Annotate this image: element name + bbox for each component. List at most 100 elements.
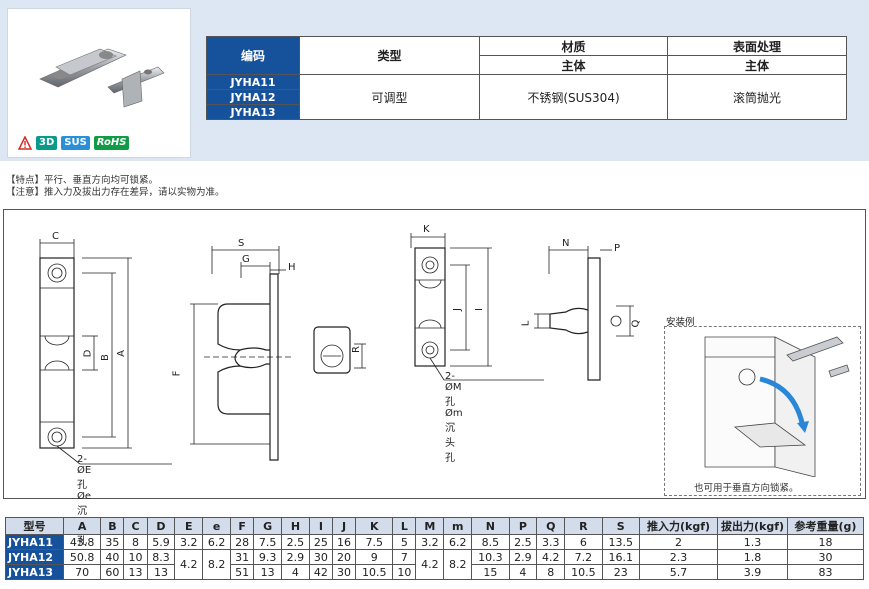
spec-type: 可调型 [299, 74, 480, 120]
cell: 35 [100, 534, 125, 550]
cell-model: JYHA12 [5, 549, 64, 565]
cell: 20 [331, 549, 357, 565]
dim-g: G [242, 254, 250, 265]
cell: 31 [230, 549, 255, 565]
cell: 2.9 [281, 549, 310, 565]
warning-icon [18, 136, 32, 150]
cell: 51 [230, 564, 255, 580]
cell: 15 [471, 564, 510, 580]
col-p: P [508, 517, 538, 535]
col-d: D [146, 517, 176, 535]
cell-model: JYHA13 [5, 564, 64, 580]
cell: 16.1 [601, 549, 641, 565]
dim-k: K [423, 224, 430, 235]
cell: 10 [123, 549, 148, 565]
spec-code-3: JYHA13 [206, 104, 300, 120]
cell: 10.3 [471, 549, 510, 565]
col-c: C [123, 517, 148, 535]
table-header-row: 型号 A B C D E e F G H I J K L M m N P Q R… [5, 517, 864, 535]
badge-3d: 3D [36, 136, 58, 150]
col-e: E [174, 517, 204, 535]
col-m: M [415, 517, 445, 535]
col-weight: 参考重量(g) [787, 517, 864, 535]
dim-p: P [614, 243, 621, 254]
cell-model: JYHA11 [5, 534, 64, 550]
col-h: H [281, 517, 310, 535]
spec-header-material: 材质 [479, 36, 668, 56]
cell: 60 [100, 564, 125, 580]
dim-l: L [520, 320, 532, 327]
dim-n: N [562, 238, 570, 249]
col-e-lower: e [202, 517, 232, 535]
cell: 3.2 [174, 534, 204, 550]
cell: 10.5 [355, 564, 394, 580]
col-i: I [308, 517, 333, 535]
cell: 16 [331, 534, 357, 550]
badge-sus: SUS [61, 136, 90, 150]
col-n: N [471, 517, 510, 535]
col-k: K [355, 517, 394, 535]
cell: 8.3 [146, 549, 176, 565]
cell: 25 [308, 534, 333, 550]
cell: 5 [392, 534, 417, 550]
col-a: A [62, 517, 102, 535]
cell: 8 [123, 534, 148, 550]
cell: 8.5 [471, 534, 510, 550]
cell: 43.8 [62, 534, 102, 550]
table-row: JYHA12 50.8 40 10 8.3 4.2 8.2 31 9.3 2.9… [5, 549, 864, 580]
spec-surface: 滚筒抛光 [667, 74, 847, 120]
col-push: 推入力(kgf) [639, 517, 718, 535]
cell: 4 [508, 564, 538, 580]
cell: 23 [601, 564, 641, 580]
note-caution: 【注意】推入力及拔出力存在差异，请以实物为准。 [6, 187, 225, 198]
cell: 13 [253, 564, 282, 580]
cell: 7.5 [253, 534, 282, 550]
cell: 9.3 [253, 549, 282, 565]
cell: 4.2 [415, 549, 445, 580]
dim-i: I [473, 308, 485, 311]
col-f: F [230, 517, 255, 535]
cell: 5.7 [639, 564, 718, 580]
cell: 30 [331, 564, 357, 580]
cell: 7.5 [355, 534, 394, 550]
cell: 7.2 [564, 549, 603, 565]
install-example-label: 安装例 [666, 317, 695, 328]
table-row: JYHA11 43.8 35 8 5.9 3.2 6.2 28 7.5 2.5 … [5, 534, 864, 550]
cell: 70 [62, 564, 102, 580]
cell: 9 [355, 549, 394, 565]
spec-material: 不锈钢(SUS304) [479, 74, 668, 120]
cell: 13 [146, 564, 176, 580]
cell: 28 [230, 534, 255, 550]
col-model: 型号 [5, 517, 64, 535]
dim-f: F [171, 370, 183, 377]
col-m-lower: m [443, 517, 473, 535]
dim-j: J [451, 308, 463, 311]
cell: 1.3 [717, 534, 788, 550]
dim-q: Q [630, 319, 642, 328]
dim-a: A [115, 350, 127, 357]
col-s: S [601, 517, 641, 535]
cell: 3.9 [717, 564, 788, 580]
cell: 13 [123, 564, 148, 580]
cell: 2.5 [508, 534, 538, 550]
cell: 2.5 [281, 534, 310, 550]
hole-m-note: 2-ØM孔Øm沉头孔 [445, 371, 463, 464]
cell: 18 [787, 534, 864, 550]
cell: 42 [308, 564, 333, 580]
col-r: R [564, 517, 603, 535]
install-note: 也可用于垂直方向锁紧。 [694, 483, 799, 494]
badge-rohs: RoHS [93, 136, 130, 150]
cell: 30 [787, 549, 864, 565]
spec-header-code: 编码 [206, 36, 300, 75]
spec-table: 编码 类型 材质 表面处理 主体 主体 JYHA11 可调型 不锈钢(SUS30… [206, 36, 847, 120]
drawing-svg [39, 233, 634, 465]
dim-b: B [99, 354, 111, 361]
install-illustration [704, 336, 850, 478]
col-j: J [331, 517, 357, 535]
cell: 4.2 [536, 549, 566, 565]
dim-d: D [82, 349, 94, 358]
dim-h: H [288, 262, 296, 273]
col-b: B [100, 517, 125, 535]
cell: 6.2 [202, 534, 232, 550]
cell: 10 [392, 564, 417, 580]
